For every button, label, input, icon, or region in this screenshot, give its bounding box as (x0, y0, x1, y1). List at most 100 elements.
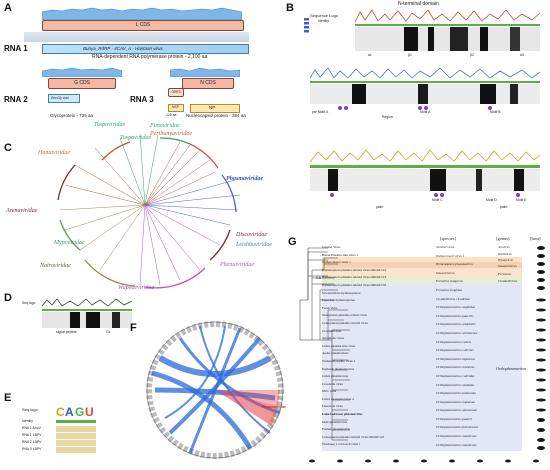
rna1-coverage-plot (42, 7, 242, 20)
family-discoviridae: Discoviridae (236, 232, 267, 238)
leaf-4: Hymenoptera phasma-related virus OKIAV12… (322, 267, 387, 272)
genus-hymovirus: Hymovirus (498, 258, 513, 262)
panel-d-letter: D (4, 292, 12, 304)
species-3: Hymenoptera phasmavirus (436, 262, 473, 267)
panel-e-row-2: RNA 1 LBPV (22, 433, 42, 437)
leaf-26: Coleopteran phasma-related virus OKIAV11… (322, 434, 385, 439)
species-10: Orthophasmavirus anophelis (436, 322, 476, 327)
panel-g-tree (299, 247, 350, 441)
svg-text:C: C (56, 405, 65, 419)
species-11: Orthophasmavirus wuhanense (436, 330, 478, 335)
leaf-23: Lake Lebresse phasmavirus (322, 412, 363, 417)
leaf-5: Hymenoptera phasma-related virus OKIAV12… (322, 275, 387, 280)
species-12: Orthophasmavirus culicis (436, 339, 472, 344)
panel-c-letter: C (4, 142, 12, 154)
species-1: Jonchet virus (436, 245, 455, 249)
family-arenaviridae: Arenaviridae (6, 208, 38, 214)
panel-f-circos (146, 321, 284, 459)
species-24: Orthophasmavirus nanshense (436, 442, 477, 447)
rna2-label: RNA 2 (4, 95, 28, 104)
region-label-2: palm (376, 205, 384, 209)
rna3-nsp-bar: NSP (168, 104, 184, 112)
species-15: Orthophasmavirus mishense (436, 365, 475, 370)
panel-g-scale: 0.5 (316, 276, 321, 280)
motif-a-label: Motif A (420, 110, 431, 114)
rna2-protein-caption: Glycoprotein - 725 aa (50, 113, 94, 118)
band-cicadellivirus (322, 278, 522, 283)
rna3-np-label: NP (209, 105, 216, 110)
panel-b-identity: Identity (318, 19, 329, 23)
panel-b-seq-logo: Sequence Logo (310, 13, 339, 18)
panel-e-seq-logo: Seq logo (22, 407, 38, 412)
rna1-domain-label: Bunya_RdRP - 4CAV_A - Hantaan virus (83, 45, 163, 51)
species-17: Orthophasmavirus sasakiae (436, 382, 474, 387)
panel-f-highlight-label: Phasmaviridae (262, 405, 286, 409)
leaf-6: Hymenoptera phasma-related virus OKIAV15… (322, 282, 387, 287)
leaf-2: Hubei Phasma-like virus 1 (322, 252, 359, 257)
genus-jonvirus: Jonvirus (498, 245, 510, 249)
motif-b1-label: β1 (408, 53, 412, 57)
rna2-g-cds: G CDS (48, 78, 116, 89)
leaf-16: Wuhan mosquito virus 1 (322, 358, 356, 363)
band-feravirus (322, 268, 522, 278)
panel-b-alignment-bottom (309, 149, 541, 197)
panel-b-letter: B (286, 2, 294, 14)
panel-e-row-3: RNA 2 LBPV (22, 440, 42, 444)
species-20: Orthophasmavirus salomonae (436, 408, 477, 413)
leaf-22: Lissonota virus (322, 404, 343, 409)
region-label-1: Region (382, 115, 393, 119)
species-6: Feravirus fungidae (436, 287, 463, 292)
leaf-8: Feravirus hymenopterae (322, 298, 355, 303)
svg-text:G: G (75, 405, 84, 419)
genus-cicadellivirus: Cicadellivirus (498, 279, 518, 283)
genus-feravirus: Feravirus (498, 272, 512, 276)
species-18: Orthophasmavirus pmitanum (436, 391, 476, 396)
family-fimoviridae: Fimoviridae (150, 123, 180, 129)
species-13: Orthophasmavirus colichus (436, 348, 474, 353)
panel-d-gc: Gc (106, 330, 111, 334)
band-sawastrivirus (322, 262, 522, 268)
family-tospoviridae-2: Tospoviridae (94, 122, 126, 128)
panel-b-title-top: N-terminal domain (398, 1, 439, 7)
panel-g-header-species: [species] (440, 236, 456, 241)
rna1-domain-bar: Bunya_RdRP - 4CAV_A - Hantaan virus (42, 44, 249, 54)
panel-g-header-genus: [genus] (496, 236, 510, 241)
panel-g-legend (300, 452, 548, 463)
species-5: Feravirus lampyrus (436, 279, 463, 284)
panel-a-letter: A (4, 2, 12, 14)
species-22: Orthophasmavirus fushumense (436, 425, 479, 430)
rna3-nsp-label: NSP (172, 105, 179, 109)
rna1-protein-caption: RNA-dependent RNA polymerase protein - 2… (92, 54, 208, 60)
rna1-divider (24, 32, 249, 42)
leaf-7: Sawastrivirus hymenopterae (322, 290, 361, 295)
leaf-18: Culex phasmavirus (322, 374, 349, 379)
panel-f-letter: F (130, 322, 137, 334)
panel-g-leaves: Jonchet Virus Hubei Phasma-like virus 1 … (322, 245, 432, 450)
motif-d-label: Motif D (486, 198, 497, 202)
panel-e-letter: E (4, 392, 12, 404)
panel-e-row-4: RNA 3 LBPV (22, 447, 42, 451)
leaf-3: Wuhan Insect virus 1 (322, 260, 351, 265)
species-4: Sawastrivirus (436, 270, 455, 275)
family-phasmaviridae: Phasmaviridae (226, 176, 263, 182)
band-hymovirus (322, 257, 522, 262)
leaf-14: Culex phasma-like virus (322, 343, 356, 348)
panel-e-identity: Identity (22, 419, 33, 423)
band-orthophasmavirus (322, 283, 522, 451)
family-tospoviridae: Tospoviridae (120, 135, 152, 141)
panel-g-species: Jonchet virus Wuhan insect virus 1 Hymen… (436, 245, 498, 451)
leaf-10: Neuopteran phasma-related virus (322, 313, 368, 318)
rna2-coverage-plot (42, 67, 122, 77)
species-7: Cicadellivirus cicadellae (436, 296, 470, 301)
motif-b2-label: β2 (470, 53, 474, 57)
svg-text:A: A (65, 405, 74, 419)
species-21: Orthophasmavirus pauleri (436, 416, 473, 421)
rna1-label: RNA 1 (4, 44, 28, 53)
svg-text:U: U (85, 405, 94, 419)
leaf-12: Cicadellivirus (322, 328, 342, 333)
panel-d-alignment (41, 298, 133, 328)
leaf-15: Aedes phasmavirus (322, 351, 349, 356)
family-wupedeviridae: Wupedeviridae (118, 285, 154, 291)
family-leishbuviridae: Leishbuviridae (236, 242, 272, 248)
rna3-np-bar: NP (190, 104, 240, 113)
